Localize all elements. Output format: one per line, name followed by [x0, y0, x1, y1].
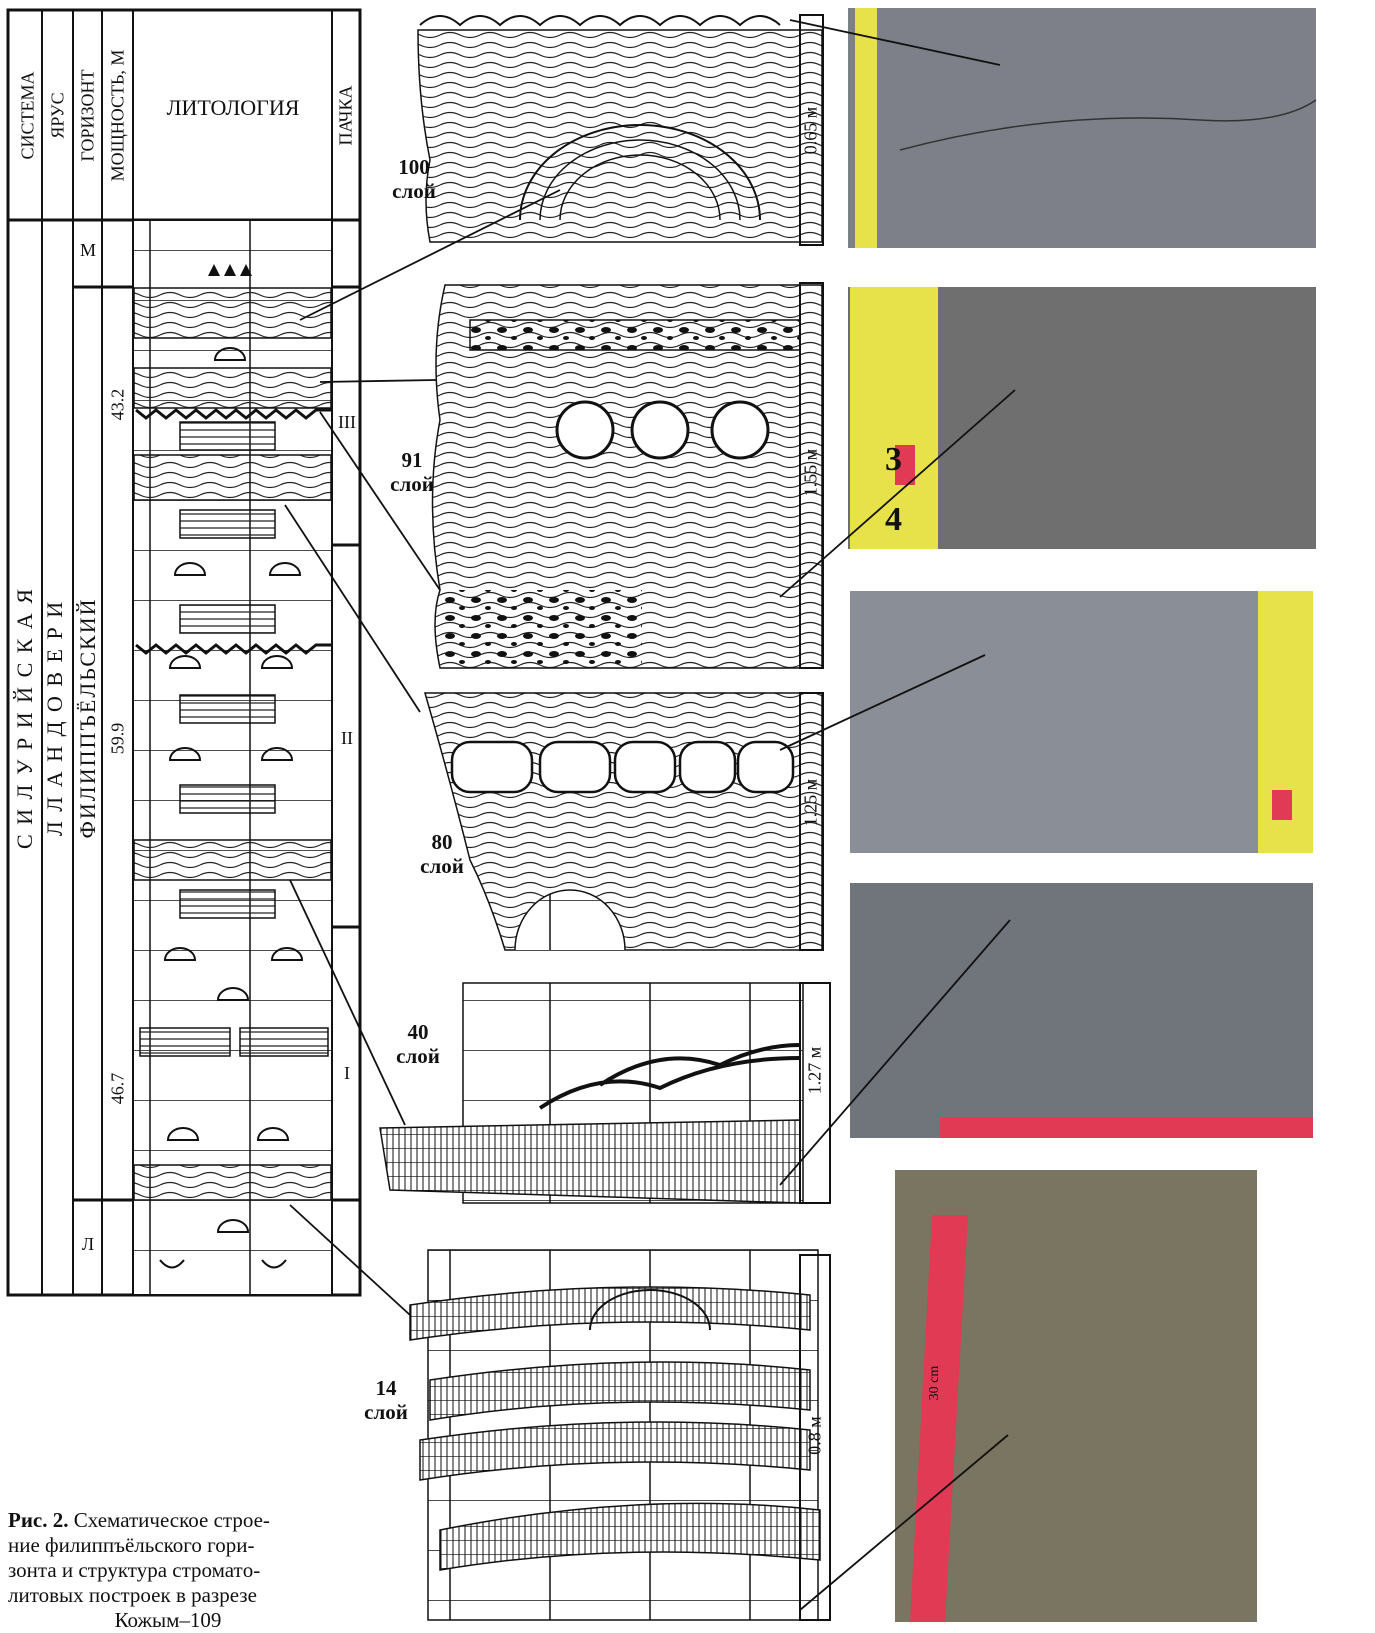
caption-label: Рис. 2. — [8, 1508, 69, 1532]
photo-14 — [895, 1170, 1257, 1622]
layer-80-word: слой — [410, 854, 474, 878]
layer-40-drawing — [380, 983, 803, 1203]
ruler-number-3: 3 — [885, 441, 902, 478]
horizon-bottom-label: Л — [76, 1234, 100, 1255]
layer-91-word: слой — [380, 472, 444, 496]
horizon-top-label: М — [76, 240, 100, 261]
layer-100-word: слой — [382, 179, 446, 203]
header-horizon: ГОРИЗОНТ — [78, 16, 99, 216]
layer-14-number: 14 — [354, 1376, 418, 1400]
layer-91-number: 91 — [380, 448, 444, 472]
photo-scale-label: 30 cm — [927, 1353, 943, 1413]
layer-40-number: 40 — [386, 1020, 450, 1044]
caption-line-1: Схематическое строе- — [74, 1508, 270, 1532]
header-lithology: ЛИТОЛОГИЯ — [134, 95, 332, 121]
layer-91-label: 91 слой — [380, 448, 444, 496]
layer-14-word: слой — [354, 1400, 418, 1424]
caption-line-4: литовых построек в разрезе — [8, 1583, 328, 1608]
layer-14-thickness: 0.8 м — [805, 1396, 826, 1476]
member-III: III — [334, 412, 360, 433]
figure-caption: Рис. 2. Схематическое строе- ние филиппъ… — [8, 1508, 328, 1633]
system-value: С И Л У Р И Й С К А Я — [12, 468, 38, 968]
thickness-value-1: 43.2 — [108, 375, 129, 435]
thickness-value-2: 59.9 — [108, 709, 129, 769]
layer-14-label: 14 слой — [354, 1376, 418, 1424]
layer-40-word: слой — [386, 1044, 450, 1068]
header-thickness: МОЩНОСТЬ, М — [108, 16, 129, 216]
photo-91: 3 4 — [848, 287, 1316, 549]
ruler-number-4: 4 — [885, 501, 902, 538]
header-stage: ЯРУС — [48, 16, 69, 216]
layer-80-drawing — [425, 693, 822, 950]
header-member: ПАЧКА — [336, 16, 357, 216]
thickness-value-3: 46.7 — [108, 1059, 129, 1119]
layer-100-label: 100 слой — [382, 155, 446, 203]
photo-100 — [848, 8, 1316, 248]
layer-14-drawing — [410, 1250, 820, 1620]
layer-91-thickness: 1.55 м — [801, 433, 822, 513]
layer-100-drawing — [418, 16, 822, 242]
caption-line-3: зонта и структура строматo- — [8, 1558, 328, 1583]
layer-91-drawing — [433, 285, 823, 668]
layer-80-thickness: 1.25 м — [801, 763, 822, 843]
layer-40-label: 40 слой — [386, 1020, 450, 1068]
stage-value: Л Л А Н Д О В Е Р И — [42, 468, 68, 968]
photo-80 — [850, 591, 1313, 853]
layer-80-number: 80 — [410, 830, 474, 854]
layer-100-number: 100 — [382, 155, 446, 179]
member-II: II — [334, 728, 360, 749]
layer-100-thickness: 0.65 м — [801, 91, 822, 171]
member-I: I — [334, 1063, 360, 1084]
triangle-symbols — [208, 264, 252, 276]
horizon-value: ФИЛИППЪЁЛЬСКИЙ — [75, 468, 101, 968]
header-system: СИСТЕМА — [18, 16, 39, 216]
photo-40 — [850, 883, 1313, 1138]
layer-40-thickness: 1.27 м — [805, 1031, 826, 1111]
caption-line-2: ние филиппъёльского гори- — [8, 1533, 328, 1558]
layer-80-label: 80 слой — [410, 830, 474, 878]
caption-line-5: Кожым–109 — [8, 1608, 328, 1633]
